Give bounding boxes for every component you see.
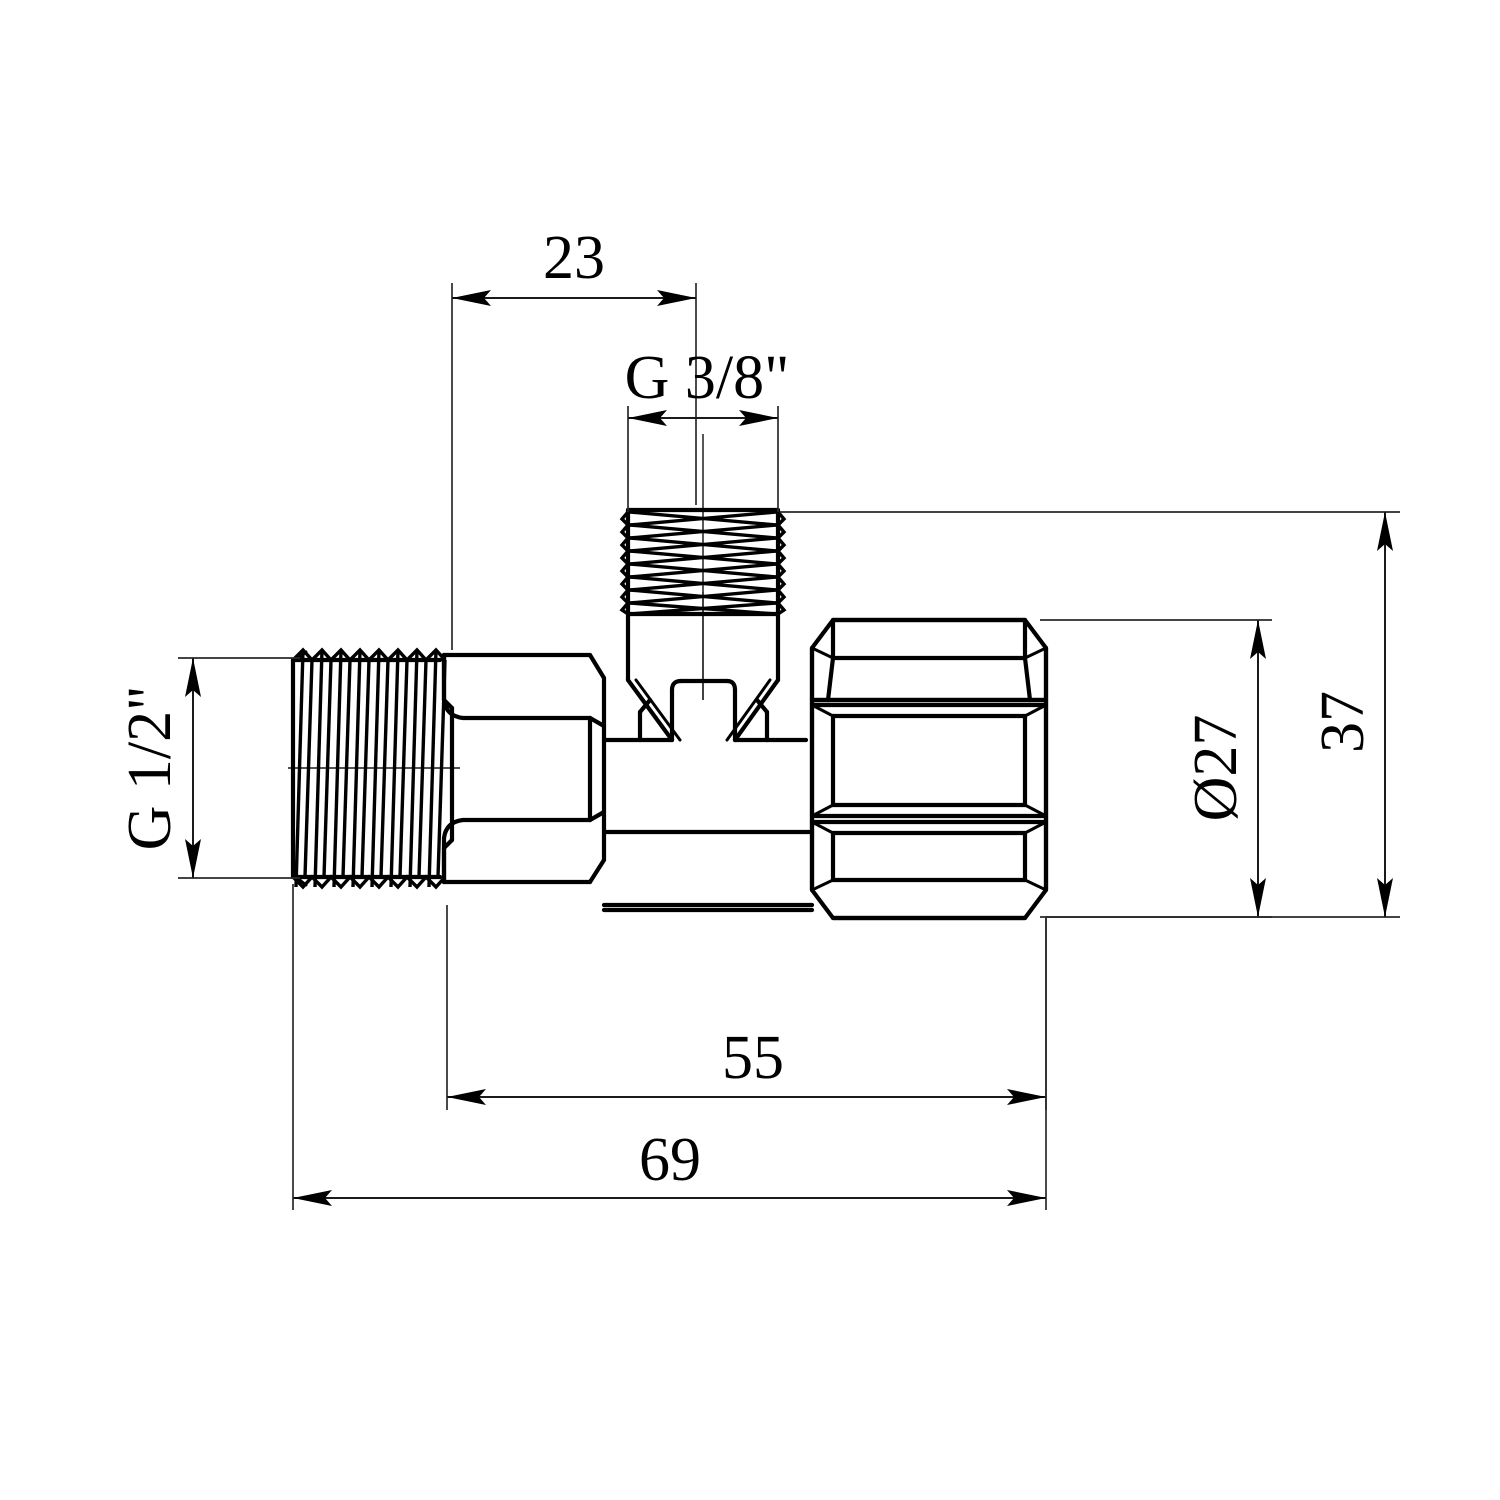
dimension-dia27: Ø27	[1040, 619, 1272, 918]
inlet-thread-component	[290, 647, 455, 890]
dimension-label-g38: G 3/8"	[625, 344, 790, 412]
dimension-37: 37	[780, 511, 1400, 918]
dimension-23: 23	[451, 224, 697, 650]
dimension-label-g12: G 1/2"	[116, 686, 184, 851]
valve-body-section	[601, 697, 815, 913]
valve-body-geometry	[290, 507, 1049, 921]
dimension-label-37: 37	[1309, 691, 1377, 753]
control-knob-component	[809, 617, 1049, 921]
branch-thread-component	[619, 507, 787, 743]
dimension-g12: G 1/2"	[116, 657, 300, 879]
dimension-label-69: 69	[639, 1126, 701, 1194]
dimension-label-dia27: Ø27	[1182, 715, 1250, 822]
dimension-g38: G 3/8"	[625, 344, 790, 512]
dimension-69: 69	[292, 884, 1047, 1210]
dimension-label-55: 55	[722, 1024, 784, 1092]
dimension-label-23: 23	[543, 224, 605, 292]
hex-nut-component	[441, 652, 607, 885]
